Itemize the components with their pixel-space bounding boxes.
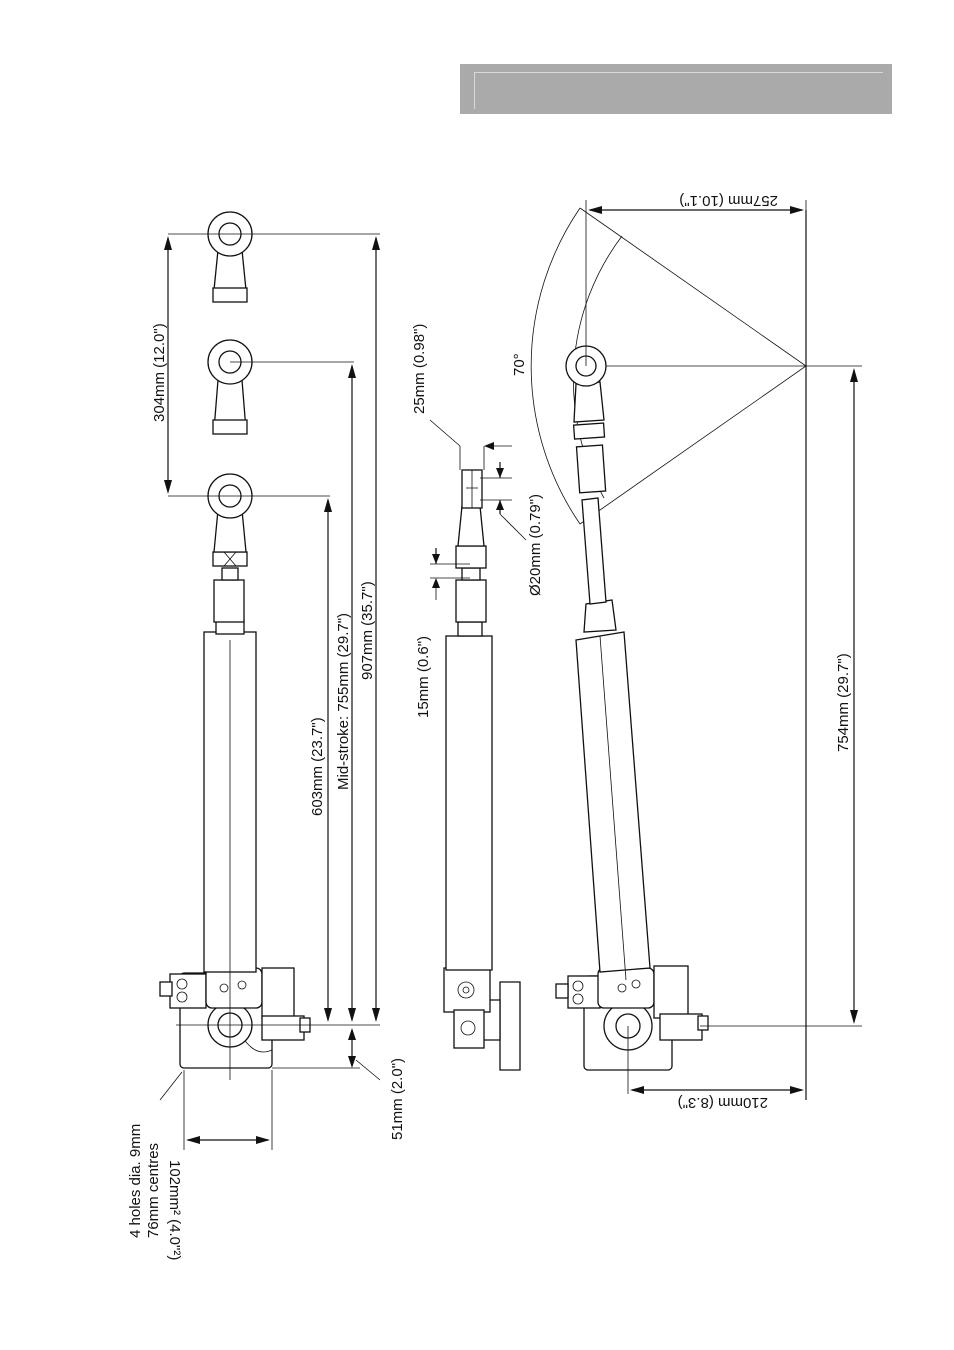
- label-rod-thread: 15mm (0.6"): [415, 636, 432, 718]
- side-cylinder-tube: [446, 636, 492, 970]
- side-gear-block: [444, 968, 490, 1012]
- label-side-height: 754mm (29.7"): [835, 653, 852, 752]
- label-eye-dia: Ø20mm (0.79"): [527, 494, 544, 596]
- connector: [262, 1016, 304, 1040]
- connector-stub: [160, 982, 172, 996]
- side-base-plate: [500, 982, 520, 1070]
- label-extended: 907mm (35.7"): [359, 581, 376, 680]
- label-angle: 70°: [511, 353, 528, 376]
- label-mid-stroke: Mid-stroke: 755mm (29.7"): [335, 613, 352, 790]
- gear-housing: [206, 968, 262, 1008]
- label-eye-width: 25mm (0.98"): [411, 324, 428, 414]
- label-retracted: 603mm (23.7"): [309, 717, 326, 816]
- label-centres: 76mm centres: [145, 1143, 162, 1238]
- label-square: 102mm² (4.0"²): [166, 1160, 183, 1260]
- gear-block: [170, 974, 206, 1008]
- label-swing: 257mm (10.1"): [679, 192, 778, 209]
- label-holes: 4 holes dia. 9mm: [127, 1124, 144, 1238]
- rod-coupling: [214, 580, 244, 622]
- label-offset: 51mm (2.0"): [389, 1058, 406, 1140]
- motor-block: [262, 968, 294, 1018]
- label-base-width: 210mm (8.3"): [678, 1094, 768, 1111]
- side-connector: [454, 1010, 484, 1048]
- label-stroke: 304mm (12.0"): [151, 323, 168, 422]
